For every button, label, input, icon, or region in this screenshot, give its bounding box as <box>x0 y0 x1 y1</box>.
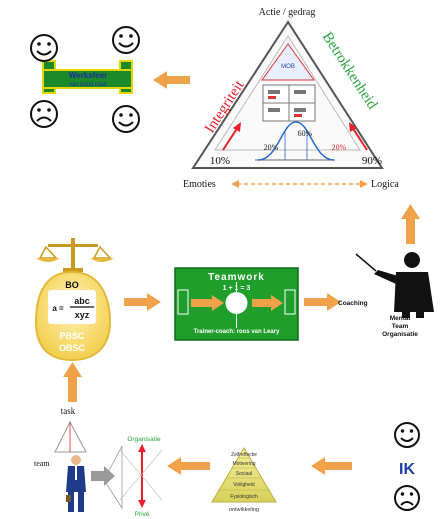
dashed-double-arrow <box>231 180 368 188</box>
smiley-happy-icon <box>112 26 140 54</box>
pyramid-level-1: Zelfreflectie <box>231 452 257 458</box>
logica-label: Logica <box>371 179 399 190</box>
red-arrow-right <box>351 126 368 151</box>
priv-label: Privé <box>135 511 150 518</box>
werksfeer-block: Werksfeer van koud naar <box>30 26 140 133</box>
pct-20-right: 20% <box>332 143 347 152</box>
arrow-up-left-icon <box>63 362 82 402</box>
triangle-top-label: Actie / gedrag <box>259 7 316 18</box>
coaching-side3: Organisatie <box>382 331 418 338</box>
field-arrow-left-icon <box>191 295 224 311</box>
bo-line2: OBSC <box>59 343 86 353</box>
werksfeer-subtitle: van koud naar <box>69 82 107 88</box>
arrow-to-pyramid-icon <box>311 457 352 475</box>
coaching-side1: Mental <box>390 315 411 322</box>
smiley-happy-icon <box>30 34 58 62</box>
bo-line1: PBSC <box>59 331 85 341</box>
pyramid-level-4: Veiligheid <box>233 482 255 488</box>
bo-block: BO a = abc xyz PBSC OBSC <box>34 238 114 362</box>
pyramid-level-5: Fysiologisch <box>230 494 258 500</box>
red-arrow-left <box>222 126 239 151</box>
maslow-pyramid: Zelfreflectie Motivering Sociaal Veiligh… <box>211 447 277 513</box>
ik-label: IK <box>399 461 415 478</box>
pyramid-level-3: Sociaal <box>236 471 252 477</box>
team-label: team <box>34 459 50 468</box>
bo-eq-num: abc <box>74 296 90 306</box>
arrow-to-team-icon <box>167 457 210 475</box>
smiley-sad-icon <box>30 100 58 128</box>
task-label: task <box>61 406 76 416</box>
arrow-to-werksfeer-icon <box>153 71 190 89</box>
gray-arrow-icon <box>91 466 115 486</box>
coaching-side2: Team <box>392 323 409 330</box>
smiley-happy-icon <box>394 422 420 448</box>
ball-icon <box>225 292 248 314</box>
org-label: Organisatie <box>127 436 161 443</box>
arrow-to-teamwork-icon <box>124 293 161 311</box>
werksfeer-title: Werksfeer <box>69 71 108 80</box>
arrow-up-right-icon <box>401 204 420 244</box>
coaching-label: Coaching <box>338 300 368 307</box>
smiley-sad-icon <box>394 485 420 511</box>
smiley-happy-icon <box>112 105 140 133</box>
pyramid-base: ontwikkeling <box>229 507 259 513</box>
ik-block: IK <box>394 422 420 511</box>
conductor-silhouette-icon <box>355 252 434 318</box>
bo-eq-den: xyz <box>75 310 90 320</box>
teamwork-field: Teamwork 1 + 1 = 3 Trainer-coach: roos v… <box>174 267 299 341</box>
field-arrow-right-icon <box>252 295 283 311</box>
bo-eq-left: a = <box>52 304 64 313</box>
arrow-to-coaching-icon <box>304 293 341 311</box>
werksfeer-bar <box>42 69 133 89</box>
scale-icon <box>36 238 114 272</box>
pyramid-level-2: Motivering <box>232 461 255 467</box>
bell-curve <box>255 121 335 161</box>
teamwork-title: Teamwork <box>208 272 265 283</box>
pct-20-left: 20% <box>264 143 279 152</box>
teamwork-formula: 1 + 1 = 3 <box>223 285 251 292</box>
integrity-triangle: Actie / gedrag MOB Integriteit Betrokken… <box>183 7 399 190</box>
quadrant-grid <box>262 84 316 122</box>
bo-label: BO <box>65 280 79 290</box>
teamwork-caption: Trainer-coach: roos van Leary <box>194 329 280 335</box>
emoties-label: Emoties <box>183 179 216 190</box>
pct-right: 90% <box>362 155 382 167</box>
businessman-icon <box>66 455 86 512</box>
pct-left: 10% <box>210 155 230 167</box>
inner-top-label: MOB <box>281 64 295 70</box>
inner-top-triangle <box>261 43 315 81</box>
task-team-block: task team Organisatie Privé <box>34 406 163 518</box>
pct-60: 60% <box>298 129 313 138</box>
